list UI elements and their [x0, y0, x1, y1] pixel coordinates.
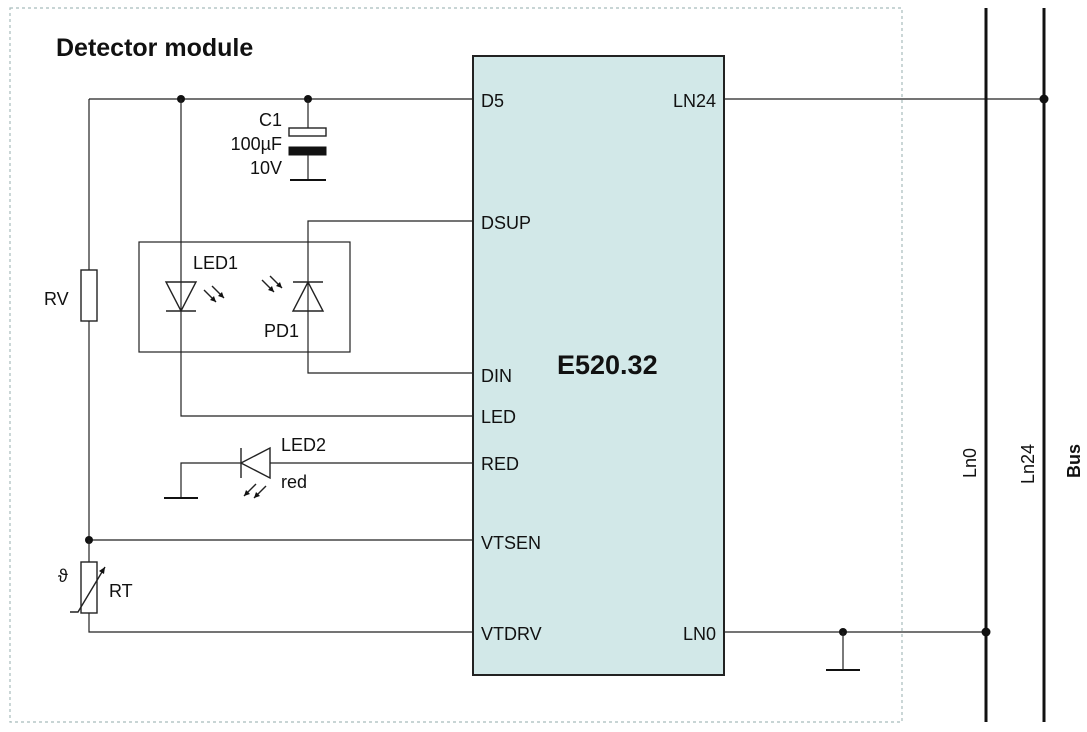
rv-ref: RV	[44, 289, 69, 309]
wire-led1	[180, 99, 473, 417]
led2-ref: LED2	[281, 435, 326, 455]
resistor-rv	[80, 99, 98, 540]
pin-dsup: DSUP	[481, 213, 531, 233]
chip-name: E520.32	[557, 350, 658, 380]
pd1-symbol	[261, 275, 325, 312]
led1-ref: LED1	[193, 253, 238, 273]
bus-title: Bus	[1064, 444, 1084, 478]
rt-ref: RT	[109, 581, 133, 601]
bus-label-ln0: Ln0	[960, 448, 980, 478]
pin-ln24: LN24	[673, 91, 716, 111]
pin-led: LED	[481, 407, 516, 427]
detector-module-border	[9, 7, 903, 723]
optical-chamber	[138, 241, 351, 353]
c1-ref: C1	[259, 110, 282, 130]
bus-label-ln24: Ln24	[1018, 444, 1038, 484]
wire-dsup	[307, 220, 473, 374]
led1-symbol	[164, 281, 225, 313]
c1-value: 100µF	[231, 134, 282, 154]
pin-vtdrv: VTDRV	[481, 624, 542, 644]
pin-vtsen: VTSEN	[481, 533, 541, 553]
rt-symbol: ϑ	[58, 566, 68, 586]
pd1-ref: PD1	[264, 321, 299, 341]
pin-din: DIN	[481, 366, 512, 386]
pin-ln0: LN0	[683, 624, 716, 644]
led2-color: red	[281, 472, 307, 492]
thermistor-rt	[70, 540, 473, 633]
module-title: Detector module	[56, 34, 253, 62]
ground-ln0	[826, 632, 860, 671]
led2-symbol	[164, 446, 473, 499]
chip-body	[472, 55, 725, 676]
capacitor-c1	[288, 99, 327, 181]
pin-d5: D5	[481, 91, 504, 111]
pin-red: RED	[481, 454, 519, 474]
c1-voltage: 10V	[250, 158, 282, 178]
